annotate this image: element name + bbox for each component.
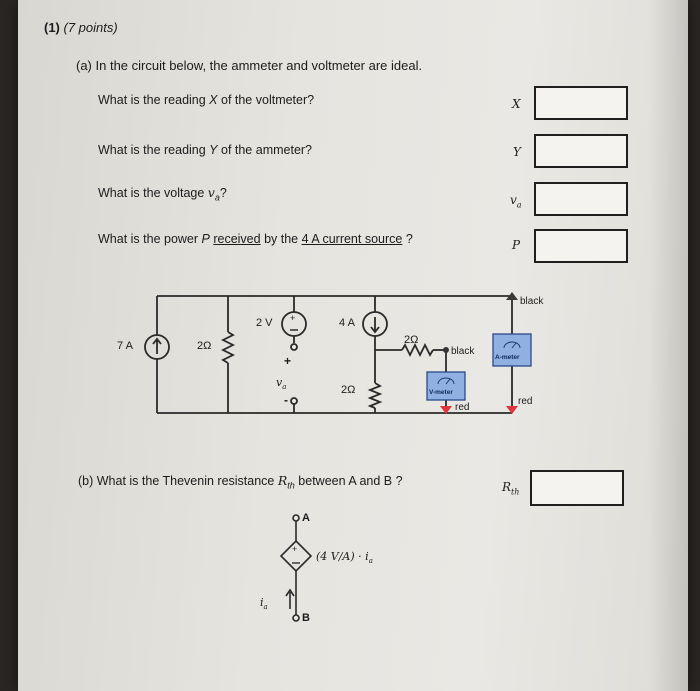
current-ia-label: ia xyxy=(260,596,268,612)
voltmeter-label: V-meter xyxy=(429,389,453,396)
answer-label-rth: Rth xyxy=(502,480,520,497)
svg-text:+: + xyxy=(290,313,295,323)
svg-text:+: + xyxy=(292,544,297,554)
answer-box-va[interactable] xyxy=(534,182,628,216)
answer-box-p[interactable] xyxy=(534,229,628,263)
terminal-a xyxy=(292,514,300,522)
answer-box-rth[interactable] xyxy=(530,470,624,506)
ammeter-black-label: black xyxy=(520,296,544,307)
voltmeter-red-probe xyxy=(440,406,452,414)
answer-label-va: va xyxy=(510,193,522,210)
ammeter-label: A-meter xyxy=(495,354,520,361)
va-minus: - xyxy=(284,393,288,407)
voltmeter-black-label: black xyxy=(451,346,475,357)
answer-box-x[interactable] xyxy=(534,86,628,120)
problem-number: (1) xyxy=(44,20,60,35)
ammeter-red-label: red xyxy=(518,396,533,407)
problem-header: (1) (7 points) xyxy=(44,20,118,35)
answer-label-x: X xyxy=(512,97,521,111)
answer-label-y: Y xyxy=(513,145,521,159)
question-power: What is the power P received by the 4 A … xyxy=(98,232,413,246)
part-b-question: (b) What is the Thevenin resistance Rth … xyxy=(78,473,403,491)
label-4a: 4 A xyxy=(339,317,355,329)
question-x: What is the reading X of the voltmeter? xyxy=(98,93,315,107)
label-2v: 2 V xyxy=(256,317,273,329)
part-a-intro: (a) In the circuit below, the ammeter an… xyxy=(76,58,423,73)
answer-label-p: P xyxy=(512,238,521,252)
terminal-b xyxy=(292,614,300,622)
current-source-7a xyxy=(144,334,170,360)
label-r3: 2Ω xyxy=(341,384,356,396)
question-va: What is the voltage va? xyxy=(98,185,227,203)
label-r1: 2Ω xyxy=(197,340,212,352)
answer-box-y[interactable] xyxy=(534,134,628,168)
label-r2: 2Ω xyxy=(404,334,419,346)
resistor-2ohm-2 xyxy=(401,342,434,358)
problem-points: (7 points) xyxy=(63,20,118,35)
resistor-2ohm-1 xyxy=(220,331,236,364)
label-7a: 7 A xyxy=(117,340,133,352)
node-a-label: A xyxy=(302,512,310,524)
dependent-source-label: (4 V/A) · ia xyxy=(316,550,373,566)
ammeter-body xyxy=(492,333,532,367)
question-y: What is the reading Y of the ammeter? xyxy=(98,143,313,157)
ammeter-red-probe xyxy=(506,406,518,414)
resistor-2ohm-3 xyxy=(367,382,383,409)
ammeter-black-probe xyxy=(506,292,518,300)
node-b-label: B xyxy=(302,612,310,624)
voltmeter-body xyxy=(426,371,466,401)
va-plus: + xyxy=(284,354,292,368)
voltmeter-red-label: red xyxy=(455,402,470,413)
label-va: va xyxy=(276,376,287,392)
